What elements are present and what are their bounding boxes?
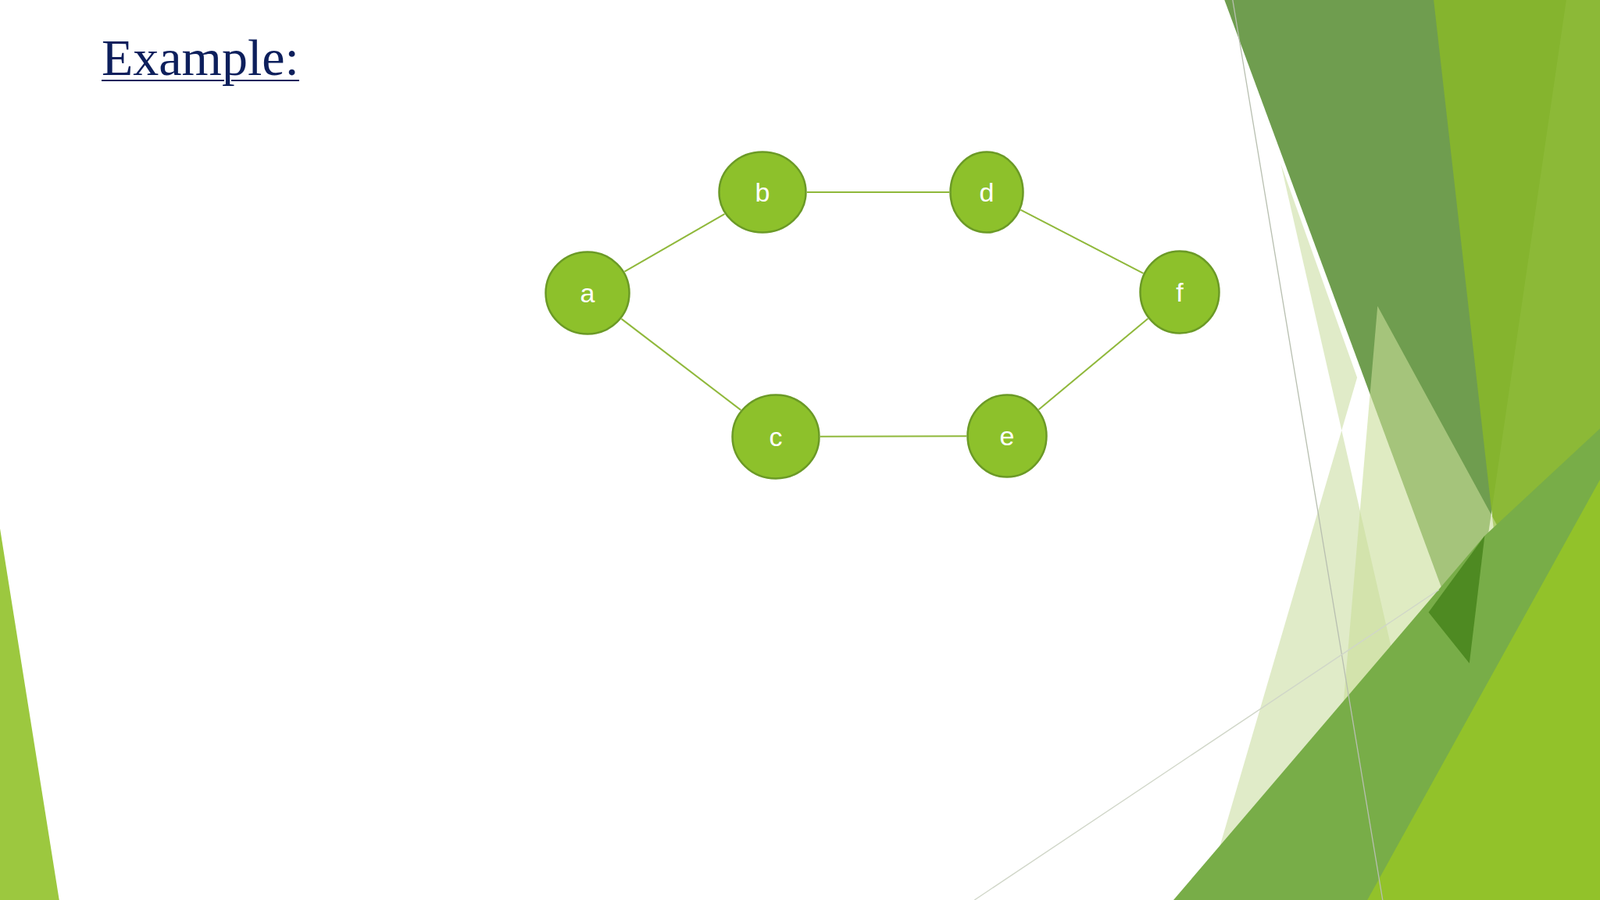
thin-line bbox=[974, 589, 1439, 900]
vertex-label: c bbox=[769, 423, 783, 450]
graph-edge bbox=[621, 318, 741, 411]
thin-line bbox=[1232, 0, 1383, 900]
graph-vertex: d bbox=[949, 150, 1025, 234]
graph-edge bbox=[1039, 318, 1149, 410]
slide-title: Example: bbox=[101, 28, 300, 88]
graph-vertex: a bbox=[544, 250, 631, 336]
mid-green-shape bbox=[1173, 428, 1600, 900]
vertex-label: f bbox=[1175, 278, 1183, 306]
vertex-label: b bbox=[755, 178, 771, 206]
graph-vertex: b bbox=[717, 150, 808, 234]
graph-vertex: e bbox=[966, 393, 1048, 479]
dark-green-shape bbox=[1428, 535, 1486, 664]
left-green-shape bbox=[0, 528, 60, 900]
graph-vertex: c bbox=[731, 393, 821, 480]
vertex-label: e bbox=[1000, 422, 1015, 450]
vertex-label: d bbox=[979, 178, 995, 206]
bright-green-shape bbox=[1367, 479, 1600, 900]
graph-edge bbox=[820, 435, 967, 438]
graph-edge bbox=[624, 214, 725, 272]
graph-edge bbox=[807, 191, 950, 193]
graph-edge bbox=[1020, 210, 1143, 274]
vertex-label: a bbox=[580, 279, 596, 307]
graph-vertex: f bbox=[1139, 250, 1221, 335]
